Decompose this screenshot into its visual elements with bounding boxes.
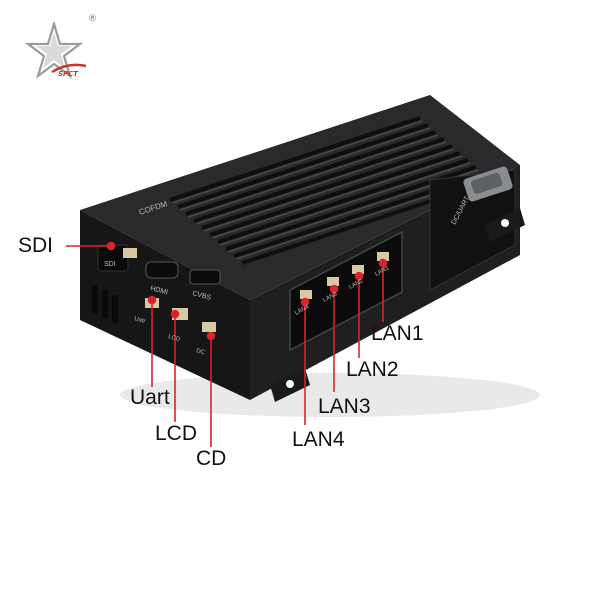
device-panel-label: Uatr [133, 316, 146, 325]
device-panel-label: LCD [167, 334, 181, 343]
device-panel-label: DC [195, 348, 206, 356]
device-panel-label: HDMI [149, 285, 168, 296]
callout-sdi: SDI [18, 234, 54, 257]
callout-lan3: LAN3 [318, 395, 371, 418]
callout-cd: CD [196, 447, 227, 470]
callout-lcd: LCD [155, 422, 198, 445]
brand-logo-text: SPCT [58, 70, 79, 78]
brand-star-logo [24, 22, 87, 79]
callout-uart: Uart [130, 386, 170, 409]
callout-lan2: LAN2 [346, 358, 399, 381]
callout-lan4: LAN4 [292, 428, 345, 451]
registered-mark: ® [88, 14, 97, 24]
device-panel-label: SDI [104, 261, 116, 268]
callout-lan1: LAN1 [371, 322, 424, 345]
device-panel-label: CVBS [191, 290, 212, 302]
